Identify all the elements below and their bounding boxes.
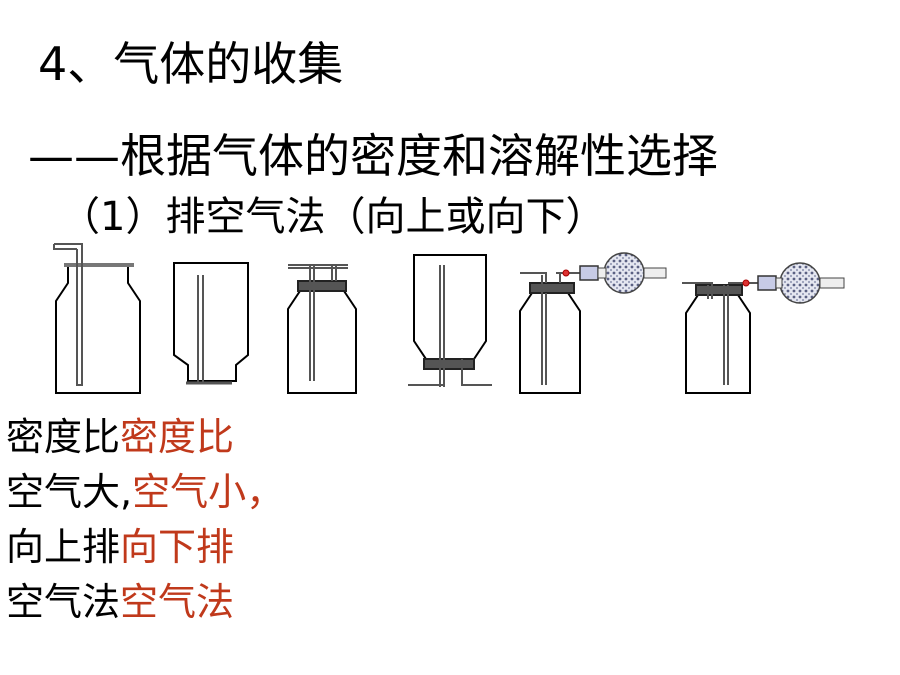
bottle-inverted-stoppered — [408, 254, 492, 387]
label-row-1: 密度比密度比 — [6, 410, 284, 465]
dense-line-3: 向上排 — [6, 525, 121, 569]
dense-line-2: 空气大, — [6, 470, 133, 514]
bottle-downward-inverted — [173, 262, 249, 385]
dense-line-4: 空气法 — [6, 580, 121, 624]
density-labels: 密度比密度比 空气大,空气小， 向上排向下排 空气法空气法 — [6, 410, 284, 630]
light-line-1: 密度比 — [120, 415, 235, 459]
bottle-stoppered-with-drying-tube — [519, 252, 667, 394]
dense-line-1: 密度比 — [6, 415, 121, 459]
light-line-2: 空气小， — [132, 470, 285, 514]
gas-collection-diagram — [53, 243, 845, 394]
method-heading: （1）排空气法（向上或向下） — [60, 194, 606, 240]
bottle-upward-open — [53, 243, 141, 394]
label-row-4: 空气法空气法 — [6, 575, 284, 630]
slide-subtitle: ——根据气体的密度和溶解性选择 — [28, 129, 718, 183]
label-row-3: 向上排向下排 — [6, 520, 284, 575]
light-line-3: 向下排 — [120, 525, 235, 569]
slide-title: 4、气体的收集 — [38, 37, 344, 91]
light-line-4: 空气法 — [120, 580, 235, 624]
label-row-2: 空气大,空气小， — [6, 465, 284, 520]
bottle-stoppered-short-tube-drying — [682, 262, 845, 394]
bottle-stoppered-long-tube — [287, 264, 357, 394]
